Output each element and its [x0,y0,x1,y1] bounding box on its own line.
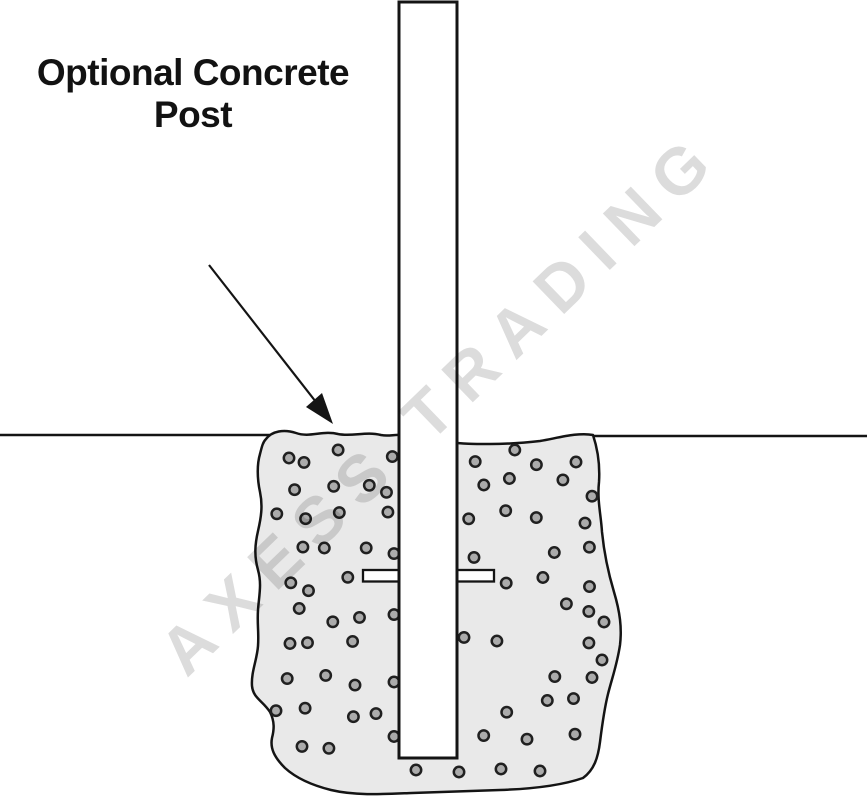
aggregate-dot [499,576,513,590]
aggregate-dot [319,668,333,682]
aggregate-dot [477,478,491,492]
aggregate-dot [467,550,481,564]
aggregate-dot [409,763,423,777]
aggregate-dot [547,546,561,559]
aggregate-dot [494,762,508,776]
aggregate-dot [583,580,596,594]
aggregate-dot [502,472,516,485]
aggregate-dot [578,516,592,530]
aggregate-dot [582,540,596,554]
aggregate-dot [322,741,336,755]
aggregate-dot [302,584,315,598]
aggregate-dot [369,707,383,721]
aggregate-dot [332,506,346,520]
aggregate-dot [283,637,297,650]
aggregate-dot [299,512,313,526]
leader-arrow-head [306,393,333,424]
aggregate-dot [559,597,573,611]
aggregate-dot [317,541,331,555]
aggregate-dot [284,576,298,590]
aggregate-dot [499,504,513,518]
aggregate-dot [585,671,599,684]
aggregate-dot [529,511,543,525]
aggregate-dot [568,727,582,741]
aggregate-dot [292,602,306,615]
aggregate-dot [341,570,355,584]
aggregate-dot [381,505,395,519]
aggregate-dot [280,672,294,686]
aggregate-dot [270,507,284,521]
aggregate-dot [362,478,376,492]
aggregate-dot [533,764,547,778]
aggregate-dot [298,701,312,715]
aggregate-dot [520,732,534,746]
aggregate-dot [508,443,522,457]
aggregate-dot [326,615,340,629]
aggregate-dot [582,636,596,650]
aggregate-dot [536,571,550,584]
aggregate-dot [346,710,360,724]
aggregate-dot [348,678,362,692]
post [397,0,459,760]
aggregate-dot [331,443,345,457]
aggregate-dot [490,634,504,648]
aggregate-dot [567,692,580,706]
aggregate-dot [500,705,514,719]
aggregate-dot [457,630,471,644]
aggregate-dot [353,610,366,624]
aggregate-dot [288,483,302,497]
aggregate-dot [569,455,583,469]
aggregate-dot [540,694,554,707]
aggregate-dot [477,729,491,743]
aggregate-dot [585,489,599,503]
aggregate-dot [380,485,393,499]
leader-arrow-shaft [208,264,317,403]
aggregate-dot [296,540,310,554]
aggregate-dot [295,739,309,753]
aggregate-dot [452,765,466,779]
aggregate-dot [269,704,283,718]
diagram-title: Optional Concrete Post [28,52,358,136]
aggregate-dot [597,615,611,629]
aggregate-dot [301,636,314,650]
diagram-title-line-2: Post [153,94,233,136]
aggregate-dot [282,451,296,465]
aggregate-dot [595,653,609,667]
aggregate-dot [346,634,360,648]
diagram-title-line-1: Optional Concrete [36,52,350,93]
aggregate-dot [327,479,341,493]
aggregate-dot [385,450,399,464]
aggregate-dot [582,604,596,618]
aggregate-dot [529,458,543,472]
aggregate-dot [359,541,373,555]
aggregate-dot [297,455,311,469]
aggregate-dot [462,512,476,526]
aggregate-dot [468,455,482,469]
aggregate-dot [556,473,570,487]
aggregate-dot [548,670,562,684]
